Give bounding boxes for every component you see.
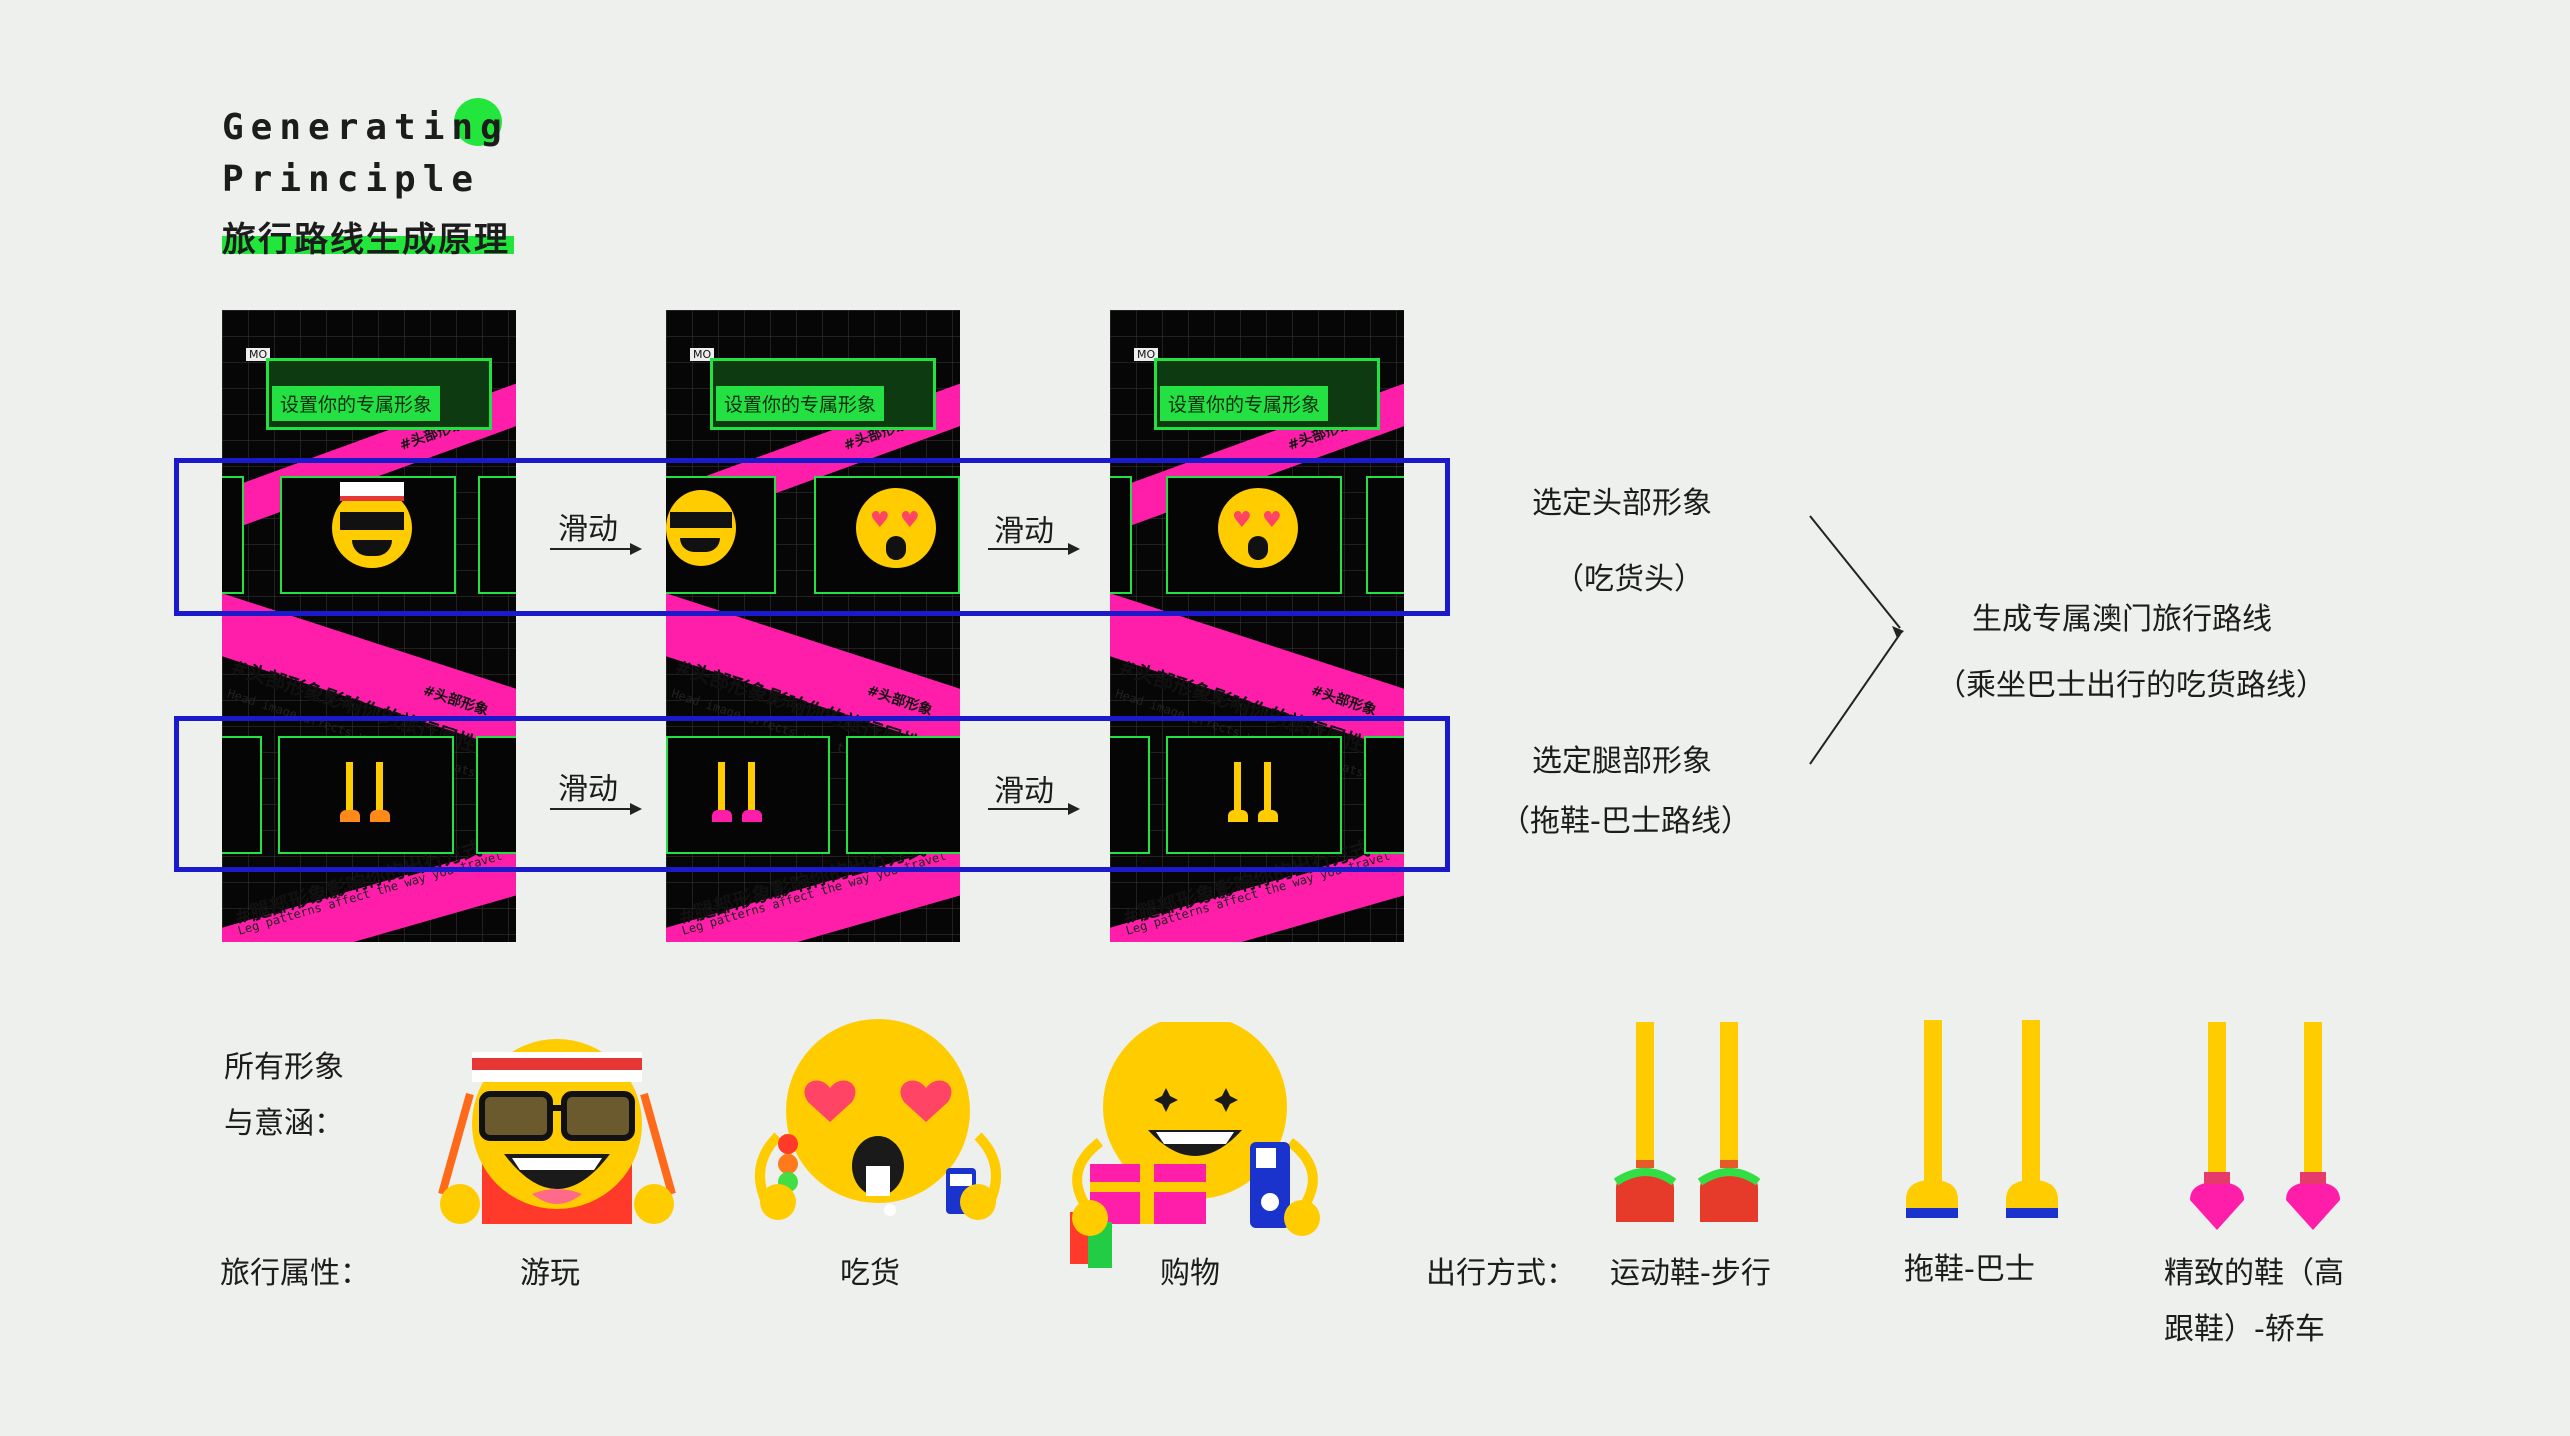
leg-name-car-2: 跟鞋）-轿车	[2164, 1312, 2325, 1347]
slide-label-head-1: 滑动	[558, 512, 618, 547]
legs-selection-icon[interactable]	[1226, 762, 1286, 826]
legend-heading-2: 与意涵：	[224, 1106, 344, 1141]
leg-name-walk: 运动鞋-步行	[1610, 1256, 1771, 1291]
head-card-left	[1110, 476, 1132, 594]
select-legs-label: 选定腿部形象	[1532, 744, 1712, 779]
converge-arrows	[1809, 515, 1904, 765]
head-card-left	[222, 476, 244, 594]
legs-card-center	[1166, 736, 1342, 854]
head-name-foodie: 吃货	[840, 1256, 900, 1291]
leg-name-bus: 拖鞋-巴士	[1904, 1252, 2035, 1287]
heart-eyes-emoji-icon[interactable]: ♥♥	[856, 488, 936, 568]
legs-selection-icon[interactable]	[338, 762, 398, 826]
slide-label-head-2: 滑动	[994, 514, 1054, 549]
slide-arrow-head-2	[988, 548, 1068, 550]
head-card-right	[478, 476, 516, 594]
heart-eyes-emoji-icon	[755, 1019, 1001, 1220]
legs-card-right	[476, 736, 516, 854]
slide-arrow-legs-2-tip	[1068, 803, 1080, 815]
shopping-emoji-icon	[1070, 1022, 1320, 1268]
slide-arrow-head-1	[550, 548, 630, 550]
high-heel-legs-icon	[2190, 1022, 2340, 1230]
legs-card-left	[222, 736, 262, 854]
title-accent-dot	[454, 98, 502, 146]
travel-mode-label: 出行方式：	[1426, 1256, 1576, 1291]
slide-arrow-legs-1	[550, 808, 630, 810]
title-highlight	[222, 236, 514, 254]
tag-mo: MO	[246, 348, 271, 361]
setup-avatar-button[interactable]: 设置你的专属形象	[272, 386, 441, 421]
title-zh: 旅行路线生成原理	[222, 220, 510, 260]
phone-panel-2: #头部形象影响你的旅行属性 Head image affects your tr…	[666, 310, 960, 942]
slide-arrow-head-1-tip	[630, 543, 642, 555]
slide-arrow-legs-1-tip	[630, 803, 642, 815]
sneaker-legs-icon	[1613, 1022, 1761, 1222]
phone-panel-1: #头部形象影响你的旅行属性 Head image affects your tr…	[222, 310, 516, 942]
select-head-value: （吃货头）	[1554, 562, 1704, 597]
heart-eyes-emoji-icon[interactable]: ♥♥	[1218, 488, 1298, 568]
select-legs-value: （拖鞋-巴士路线）	[1500, 804, 1751, 839]
legs-selection-icon[interactable]	[710, 762, 770, 826]
legs-card-right	[1364, 736, 1404, 854]
legs-card-left	[1110, 736, 1150, 854]
setup-avatar-button[interactable]: 设置你的专属形象	[716, 386, 885, 421]
result-detail: （乘坐巴士出行的吃货路线）	[1936, 668, 2326, 703]
tag-mo: MO	[690, 348, 715, 361]
slide-arrow-head-2-tip	[1068, 543, 1080, 555]
title-line-2: Principle	[222, 159, 481, 200]
head-name-shopping: 购物	[1160, 1256, 1220, 1291]
head-selection-frame	[174, 458, 1450, 616]
slide-arrow-legs-2	[988, 808, 1068, 810]
sunglasses-emoji-icon	[438, 1039, 676, 1224]
title-line-1: Generating	[222, 107, 509, 148]
result-label: 生成专属澳门旅行路线	[1972, 602, 2272, 637]
slipper-legs-icon	[1906, 1020, 2058, 1218]
slide-label-legs-1: 滑动	[558, 772, 618, 807]
head-card-right	[1366, 476, 1404, 594]
legend-heading-1: 所有形象	[224, 1050, 344, 1085]
phone-panel-3: #头部形象影响你的旅行属性 Head image affects your tr…	[1110, 310, 1404, 942]
legs-card-right	[846, 736, 960, 854]
slide-label-legs-2: 滑动	[994, 774, 1054, 809]
travel-attr-label: 旅行属性：	[220, 1256, 370, 1291]
legs-card-center	[278, 736, 454, 854]
tag-mo: MO	[1134, 348, 1159, 361]
head-name-play: 游玩	[520, 1256, 580, 1291]
setup-avatar-button[interactable]: 设置你的专属形象	[1160, 386, 1329, 421]
sunglasses-emoji-icon[interactable]	[666, 490, 736, 566]
legs-selection-frame	[174, 716, 1450, 872]
leg-name-car-1: 精致的鞋（高	[2164, 1256, 2344, 1291]
select-head-label: 选定头部形象	[1532, 486, 1712, 521]
sunglasses-emoji-icon[interactable]	[332, 482, 412, 568]
